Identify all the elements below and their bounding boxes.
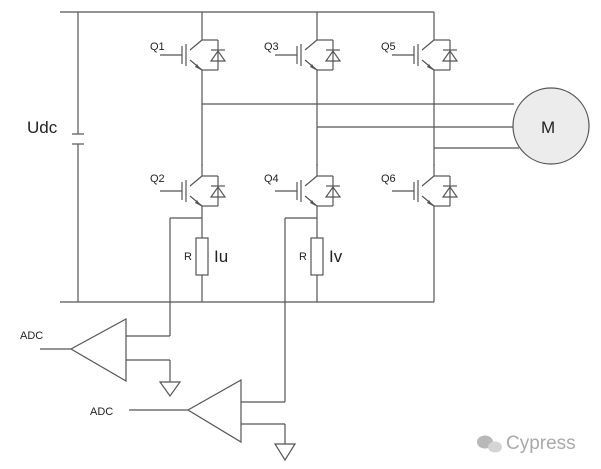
- shunt-label-u: R: [184, 251, 192, 263]
- supply-voltage-label: Udc: [27, 118, 58, 137]
- ground-v: [273, 443, 297, 462]
- shunt-resistor-v: [310, 237, 324, 276]
- transistor-q4: [274, 163, 341, 219]
- motor-label: M: [541, 118, 555, 137]
- transistor-label-q4: Q4: [264, 173, 279, 185]
- transistor-q6: [391, 163, 458, 219]
- transistor-label-q1: Q1: [150, 41, 165, 53]
- transistor-q1: [159, 27, 226, 83]
- motor-symbol: [512, 87, 590, 165]
- current-label-iv: Iv: [329, 247, 343, 266]
- transistor-label-q3: Q3: [264, 41, 279, 53]
- amplifier-u: [69, 317, 127, 383]
- ground-u: [158, 381, 182, 398]
- wechat-icon: [477, 435, 502, 453]
- shunt-label-v: R: [299, 251, 307, 263]
- watermark-text: Cypress: [506, 433, 576, 454]
- transistor-q5: [391, 27, 458, 83]
- transistor-label-q6: Q6: [381, 173, 396, 185]
- transistor-label-q2: Q2: [150, 173, 165, 185]
- sense-wiring: [40, 217, 317, 444]
- adc-label-v: ADC: [90, 406, 113, 418]
- current-label-iu: Iu: [214, 247, 228, 266]
- dc-bus: [60, 11, 434, 303]
- adc-label-u: ADC: [20, 330, 43, 342]
- transistor-q2: [159, 163, 226, 219]
- phase-wiring: [201, 12, 519, 302]
- transistor-q3: [274, 27, 341, 83]
- transistor-label-q5: Q5: [381, 41, 396, 53]
- watermark: Cypress: [477, 433, 576, 454]
- shunt-resistor-u: [195, 237, 209, 276]
- amplifier-v: [186, 378, 242, 444]
